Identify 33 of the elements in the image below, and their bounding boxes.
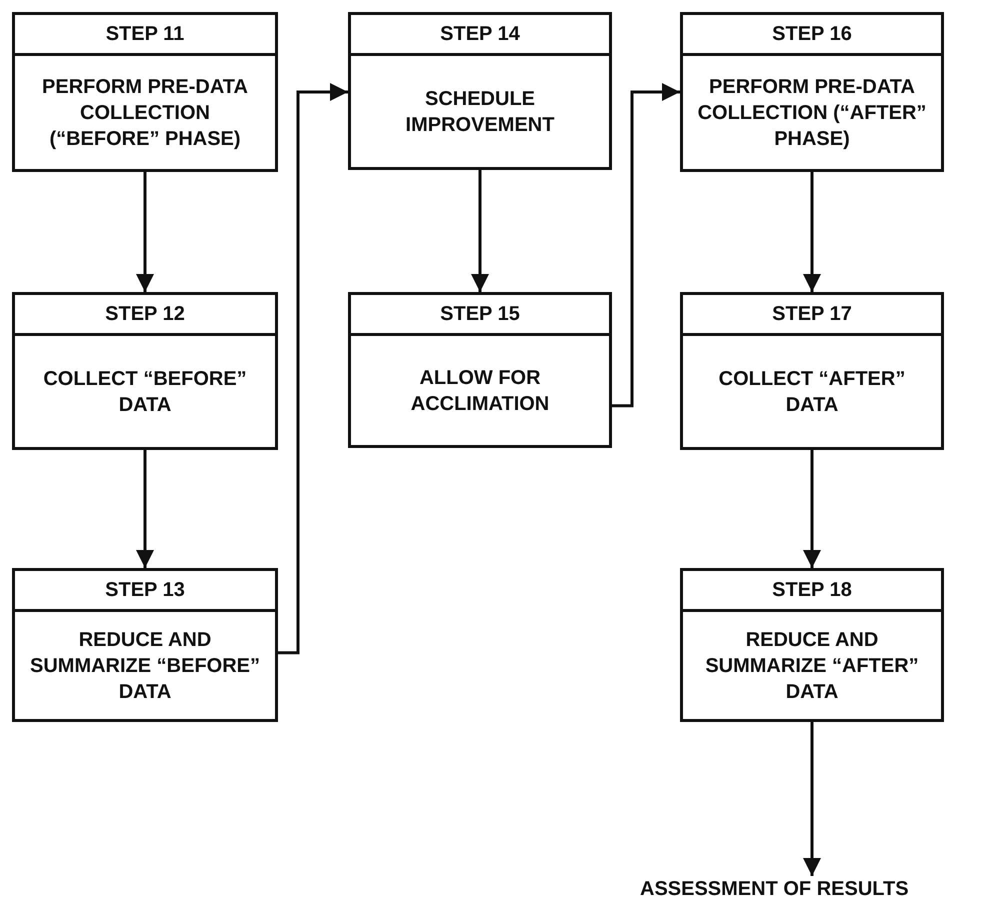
step-box (12, 292, 278, 450)
step-description: REDUCE AND SUMMARIZE “AFTER” DATA (704, 628, 920, 704)
step-description: COLLECT “AFTER” DATA (718, 366, 906, 418)
step-number: STEP 12 (105, 302, 185, 327)
arrow (471, 170, 489, 292)
step-number: STEP 15 (440, 302, 520, 327)
arrow (278, 83, 348, 654)
step-description: COLLECT “BEFORE” DATA (42, 366, 248, 418)
step-number: STEP 14 (440, 22, 520, 47)
step-box (680, 568, 944, 722)
step-number: STEP 17 (772, 302, 852, 327)
arrow (136, 172, 154, 292)
arrow (803, 450, 821, 568)
step-description: REDUCE AND SUMMARIZE “BEFORE” DATA (29, 628, 261, 704)
step-description: ALLOW FOR ACCLIMATION (410, 366, 550, 416)
step-box (12, 12, 278, 172)
step-description: SCHEDULE IMPROVEMENT (404, 86, 556, 138)
step-box (680, 292, 944, 450)
step-description: PERFORM PRE-DATA COLLECTION (“BEFORE” PHASE) (41, 74, 249, 152)
step-box (12, 568, 278, 722)
step-box (348, 12, 612, 170)
arrow (136, 450, 154, 568)
step-number: STEP 11 (106, 22, 184, 47)
step-box (680, 12, 944, 172)
step-box (348, 292, 612, 448)
step-number: STEP 18 (772, 578, 852, 603)
arrow (612, 83, 680, 408)
outcome-label: ASSESSMENT OF RESULTS (640, 876, 909, 902)
step-number: STEP 13 (105, 578, 185, 603)
step-description: PERFORM PRE-DATA COLLECTION (“AFTER” PHASE) (696, 74, 928, 152)
arrow (803, 172, 821, 292)
arrow (803, 722, 821, 876)
step-number: STEP 16 (772, 22, 852, 47)
